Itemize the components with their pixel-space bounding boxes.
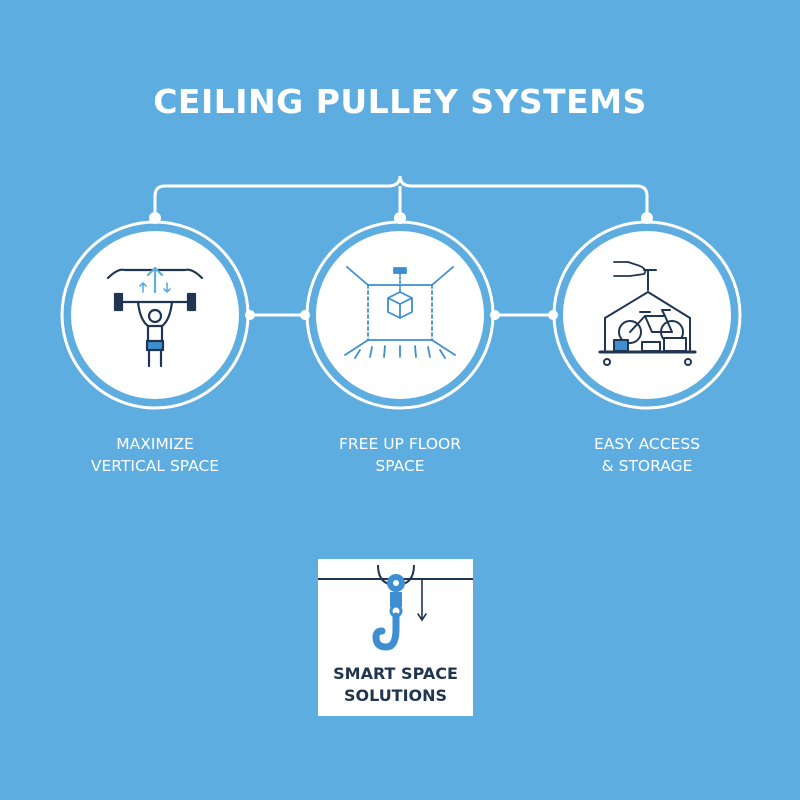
logo-card: SMART SPACE SOLUTIONS	[318, 559, 473, 716]
logo-text-line: SOLUTIONS	[343, 686, 448, 705]
feature-circle-floor-space	[305, 220, 495, 410]
feature-label-line: MAXIMIZE	[116, 435, 194, 453]
feature-label-floor-space: FREE UP FLOOR SPACE	[300, 433, 500, 477]
feature-circle-access-storage	[552, 220, 742, 410]
bike-storage-platform-icon	[598, 261, 697, 366]
ceiling-box-icon	[344, 266, 456, 359]
logo-text: SMART SPACE SOLUTIONS	[318, 663, 473, 707]
feature-label-line: SPACE	[375, 457, 425, 475]
feature-circle-vertical-space	[60, 220, 250, 410]
feature-label-vertical-space: MAXIMIZE VERTICAL SPACE	[55, 433, 255, 477]
top-connector-lines	[153, 175, 649, 218]
page-title: CEILING PULLEY SYSTEMS	[153, 82, 647, 121]
weightlifter-icon	[106, 266, 204, 368]
logo-text-line: SMART SPACE	[333, 664, 458, 683]
feature-label-line: & STORAGE	[601, 457, 693, 475]
feature-label-access-storage: EASY ACCESS & STORAGE	[547, 433, 747, 477]
feature-label-line: VERTICAL SPACE	[90, 457, 220, 475]
feature-label-line: FREE UP FLOOR	[339, 435, 461, 453]
feature-label-line: EASY ACCESS	[593, 435, 701, 453]
pulley-hook-icon	[318, 564, 473, 651]
